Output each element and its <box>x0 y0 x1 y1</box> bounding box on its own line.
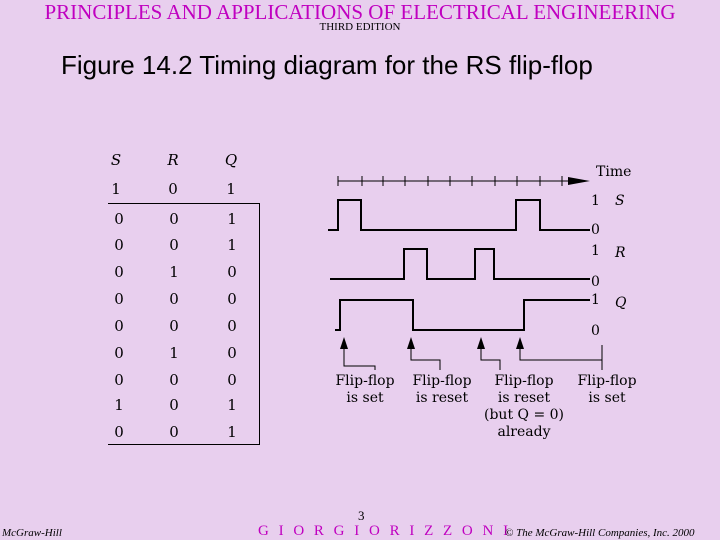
caption-line: is reset <box>497 390 551 406</box>
truth-table: S R Q <box>100 145 270 445</box>
time-axis <box>337 176 572 186</box>
cell-s: 1 <box>114 396 124 414</box>
q-low-label: 0 <box>591 323 600 339</box>
caption-line: (but Q = 0) <box>484 407 564 423</box>
time-label: Time <box>596 164 632 180</box>
cell-s: 0 <box>114 263 124 281</box>
cell-r: 0 <box>169 210 179 228</box>
table-divider <box>108 444 260 445</box>
header-q: Q <box>224 151 238 169</box>
r-high-label: 1 <box>591 243 600 259</box>
page-number: 3 <box>358 508 365 523</box>
waveform-r <box>330 248 590 280</box>
waveform-q <box>335 299 590 331</box>
cell-q: 1 <box>227 396 237 414</box>
publisher-label: McGraw-Hill <box>2 527 62 539</box>
cell-s: 0 <box>114 371 124 389</box>
cell-r: 0 <box>169 236 179 254</box>
arrow-up-icon <box>340 337 524 349</box>
table-divider <box>108 203 260 204</box>
author-label: G I O R G I O R I Z Z O N I <box>258 523 512 539</box>
caption-line: already <box>497 424 551 440</box>
s-signal-label: S <box>615 193 625 209</box>
caption-line: Flip-flop <box>494 373 554 389</box>
cell-s: 0 <box>114 423 124 441</box>
table-divider <box>259 203 260 445</box>
caption-line: Flip-flop <box>412 373 472 389</box>
cell-r: 0 <box>169 371 179 389</box>
caption-line: Flip-flop <box>577 373 637 389</box>
caption-set: Flip-flop is set <box>326 373 404 407</box>
event-pointer <box>343 345 603 370</box>
caption-reset: Flip-flop is reset <box>403 373 481 407</box>
time-arrow-icon <box>568 177 590 185</box>
caption-line: Flip-flop <box>335 373 395 389</box>
r-signal-label: R <box>615 245 626 261</box>
cell-q: 0 <box>227 371 237 389</box>
edition-label: THIRD EDITION <box>319 21 401 33</box>
caption-line: is reset <box>415 390 469 406</box>
q-signal-label: Q <box>615 295 627 311</box>
figure-title: Figure 14.2 Timing diagram for the RS fl… <box>61 50 593 80</box>
cell-s: 0 <box>114 210 124 228</box>
cell-r: 0 <box>169 423 179 441</box>
cell-r: 0 <box>168 180 178 198</box>
cell-r: 1 <box>169 263 179 281</box>
cell-s: 1 <box>111 180 121 198</box>
header-s: S <box>110 151 122 169</box>
cell-q: 1 <box>227 236 237 254</box>
cell-q: 1 <box>226 180 236 198</box>
cell-q: 1 <box>227 423 237 441</box>
caption-reset-already: Flip-flop is reset (but Q = 0) already <box>478 373 570 441</box>
book-title: PRINCIPLES AND APPLICATIONS OF ELECTRICA… <box>44 0 676 24</box>
cell-s: 0 <box>114 290 124 308</box>
cell-r: 0 <box>169 396 179 414</box>
s-high-label: 1 <box>591 193 600 209</box>
cell-s: 0 <box>114 236 124 254</box>
s-low-label: 0 <box>591 222 600 238</box>
q-high-label: 1 <box>591 292 600 308</box>
caption-line: is set <box>588 390 626 406</box>
cell-q: 0 <box>227 263 237 281</box>
cell-s: 0 <box>114 317 124 335</box>
waveform-s <box>328 199 590 231</box>
cell-q: 0 <box>227 290 237 308</box>
header-r: R <box>167 151 179 169</box>
cell-q: 0 <box>227 317 237 335</box>
caption-line: is set <box>346 390 384 406</box>
r-low-label: 0 <box>591 274 600 290</box>
caption-set-again: Flip-flop is set <box>568 373 646 407</box>
cell-r: 0 <box>169 290 179 308</box>
copyright-label: © The McGraw-Hill Companies, Inc. 2000 <box>505 527 695 539</box>
cell-r: 0 <box>169 317 179 335</box>
cell-q: 0 <box>227 344 237 362</box>
cell-s: 0 <box>114 344 124 362</box>
cell-q: 1 <box>227 210 237 228</box>
cell-r: 1 <box>169 344 179 362</box>
